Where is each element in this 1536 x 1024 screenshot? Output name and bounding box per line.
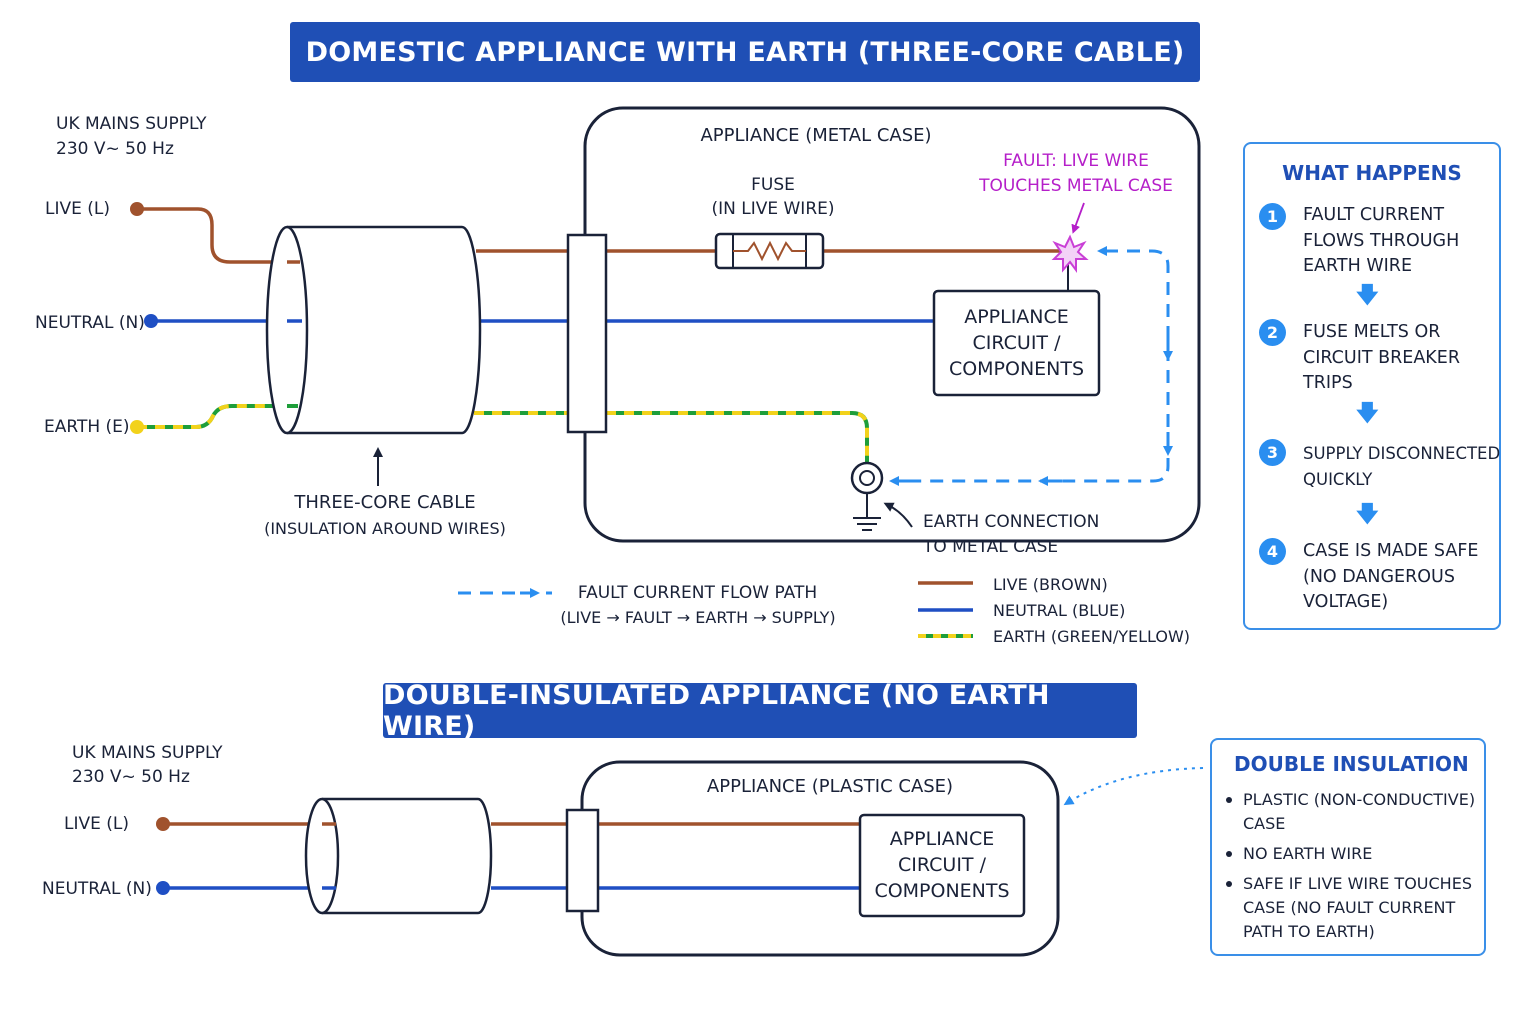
cable-grommet-top — [566, 233, 608, 434]
appliance-plastic-label: APPLIANCE (PLASTIC CASE) — [706, 776, 954, 797]
circuit-label-top-3: COMPONENTS — [948, 358, 1085, 380]
arrow-down-icon: 🡇 — [1356, 502, 1379, 527]
list-item: PLASTIC (NON-CONDUCTIVE) CASE — [1226, 788, 1475, 836]
earth-connection-label-1: EARTH CONNECTION — [923, 512, 1100, 532]
fault-label-line2: TOUCHES METAL CASE — [979, 176, 1173, 196]
cable-grommet-bottom — [565, 808, 600, 913]
live-label-top: LIVE (L) — [45, 199, 110, 219]
earth-label-top: EARTH (E) — [44, 417, 130, 437]
neutral-terminal-dot — [144, 314, 158, 328]
fuse-icon — [714, 232, 825, 270]
step-2-text: FUSE MELTS OR CIRCUIT BREAKER TRIPS — [1303, 322, 1460, 393]
fault-current-path — [889, 246, 1173, 486]
fuse-sub-label: (IN LIVE WIRE) — [711, 199, 835, 219]
legend-fault-path-sub: (LIVE → FAULT → EARTH → SUPPLY) — [560, 608, 836, 627]
legend-fault-path-label: FAULT CURRENT FLOW PATH — [577, 583, 818, 603]
neutral-label-bottom: NEUTRAL (N) — [42, 879, 152, 899]
arrow-down-icon: 🡇 — [1356, 401, 1379, 426]
fault-label-line1: FAULT: LIVE WIRE — [1003, 151, 1149, 171]
earth-connection-pointer — [883, 502, 913, 528]
neutral-terminal-dot-bottom — [156, 881, 170, 895]
fuse-label: FUSE — [751, 175, 795, 195]
supply-rating-bottom: 230 V~ 50 Hz — [72, 767, 190, 787]
earth-wire-top — [137, 404, 869, 464]
cable-label: THREE-CORE CABLE — [294, 492, 476, 513]
bottom-section-title: DOUBLE-INSULATED APPLIANCE (NO EARTH WIR… — [383, 680, 1137, 742]
circuit-label-bottom-1: APPLIANCE — [889, 828, 995, 850]
neutral-label-top: NEUTRAL (N) — [35, 313, 145, 333]
what-happens-panel — [1243, 142, 1501, 630]
appliance-circuit-box-bottom — [858, 813, 1026, 918]
double-insulation-pointer — [1063, 767, 1204, 806]
top-section-title: DOMESTIC APPLIANCE WITH EARTH (THREE-COR… — [290, 22, 1200, 82]
double-insulation-panel — [1210, 738, 1486, 956]
step-4-text: CASE IS MADE SAFE (NO DANGEROUS VOLTAGE) — [1303, 541, 1479, 612]
arrow-down-icon: 🡇 — [1356, 283, 1379, 308]
what-happens-title: WHAT HAPPENS — [1282, 161, 1462, 185]
step-4-number: 4 — [1259, 538, 1286, 565]
double-insulation-list: PLASTIC (NON-CONDUCTIVE) CASE NO EARTH W… — [1226, 788, 1475, 950]
legend-live-label: LIVE (BROWN) — [993, 575, 1108, 594]
step-1-text: FAULT CURRENT FLOWS THROUGH EARTH WIRE — [1303, 205, 1460, 276]
spark-icon — [1051, 234, 1089, 273]
legend-neutral-label: NEUTRAL (BLUE) — [993, 601, 1126, 620]
supply-title-bottom: UK MAINS SUPPLY — [72, 743, 223, 763]
legend-earth-label: EARTH (GREEN/YELLOW) — [993, 627, 1191, 646]
step-3-number: 3 — [1259, 439, 1286, 466]
appliance-circuit-box-top — [932, 289, 1101, 397]
step-1-number: 1 — [1259, 203, 1286, 230]
earth-terminal-dot — [130, 420, 144, 434]
live-terminal-dot-bottom — [156, 817, 170, 831]
step-2-number: 2 — [1259, 319, 1286, 346]
cable-sub-label: (INSULATION AROUND WIRES) — [264, 519, 506, 538]
double-insulation-title: DOUBLE INSULATION — [1234, 752, 1469, 776]
two-core-cable-bottom — [304, 797, 493, 915]
list-item: NO EARTH WIRE — [1226, 842, 1475, 866]
list-item: SAFE IF LIVE WIRE TOUCHES CASE (NO FAULT… — [1226, 872, 1475, 944]
live-wire-top — [137, 207, 1068, 264]
supply-rating-top: 230 V~ 50 Hz — [56, 139, 174, 159]
step-3-text: SUPPLY DISCONNECTED QUICKLY — [1303, 444, 1501, 489]
fault-pointer-arrow — [1071, 202, 1085, 234]
earth-ground-icon — [850, 461, 884, 531]
live-terminal-dot — [130, 202, 144, 216]
circuit-label-bottom-2: CIRCUIT / — [898, 854, 986, 876]
circuit-label-bottom-3: COMPONENTS — [874, 880, 1010, 902]
earth-connection-label-2: TO METAL CASE — [923, 537, 1059, 557]
circuit-label-top-1: APPLIANCE — [964, 306, 1069, 328]
three-core-cable-top — [265, 225, 482, 435]
supply-title-top: UK MAINS SUPPLY — [56, 114, 207, 134]
live-label-bottom: LIVE (L) — [64, 814, 129, 834]
circuit-label-top-2: CIRCUIT / — [972, 332, 1061, 354]
appliance-metal-label: APPLIANCE (METAL CASE) — [700, 125, 932, 146]
